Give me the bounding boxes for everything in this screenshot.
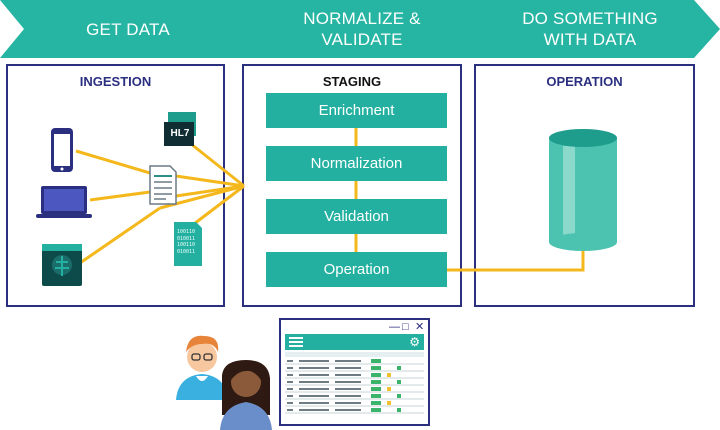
hl7-file-icon (164, 112, 196, 146)
hamburger-menu-icon (289, 337, 303, 339)
table-illustration (285, 352, 424, 414)
ingestion-title: INGESTION (79, 74, 152, 89)
chevron-shape (232, 0, 494, 58)
step-validation: Validation (266, 199, 447, 234)
banner-step-get-data: GET DATA (0, 0, 262, 58)
maximize-icon: □ (402, 321, 409, 333)
chevron-shape (464, 0, 720, 58)
imaging-device-icon (42, 244, 82, 286)
binary-line: 100110 (177, 229, 196, 235)
staging-title: STAGING (322, 74, 382, 89)
banner-label-get-data: GET DATA (86, 19, 170, 39)
document-icon (149, 165, 177, 205)
smartphone-icon (51, 128, 73, 172)
binary-line: 100110 (177, 242, 196, 248)
close-icon: ✕ (415, 321, 425, 333)
binary-file-icon (174, 222, 202, 266)
banner-label-normalize: NORMALIZE &VALIDATE (303, 9, 421, 49)
step-enrichment: Enrichment (266, 93, 447, 128)
minimize-icon: — (389, 321, 400, 333)
binary-line: 010011 (177, 235, 196, 242)
step-operation: Operation (266, 252, 447, 287)
hamburger-menu-icon (289, 345, 303, 347)
chevron-shape (0, 0, 262, 58)
app-window-illustration: — □ ✕ ⚙ (279, 318, 430, 426)
ingestion-panel: INGESTION (6, 64, 225, 307)
step-normalization: Normalization (266, 146, 447, 181)
person-man-icon (176, 335, 228, 400)
database-cylinder-icon (549, 129, 617, 251)
person-woman-icon (220, 360, 272, 430)
banner-step-normalize: NORMALIZE &VALIDATE (232, 0, 494, 58)
gear-icon: ⚙ (409, 335, 420, 349)
binary-line: 010011 (177, 248, 196, 255)
operation-title: OPERATION (546, 74, 623, 89)
binary-lines: 100110 010011 100110 010011 (177, 229, 201, 255)
laptop-icon (36, 186, 92, 218)
hamburger-menu-icon (289, 341, 303, 343)
app-toolbar: ⚙ (285, 334, 424, 350)
hl7-badge: HL7 (170, 128, 190, 139)
